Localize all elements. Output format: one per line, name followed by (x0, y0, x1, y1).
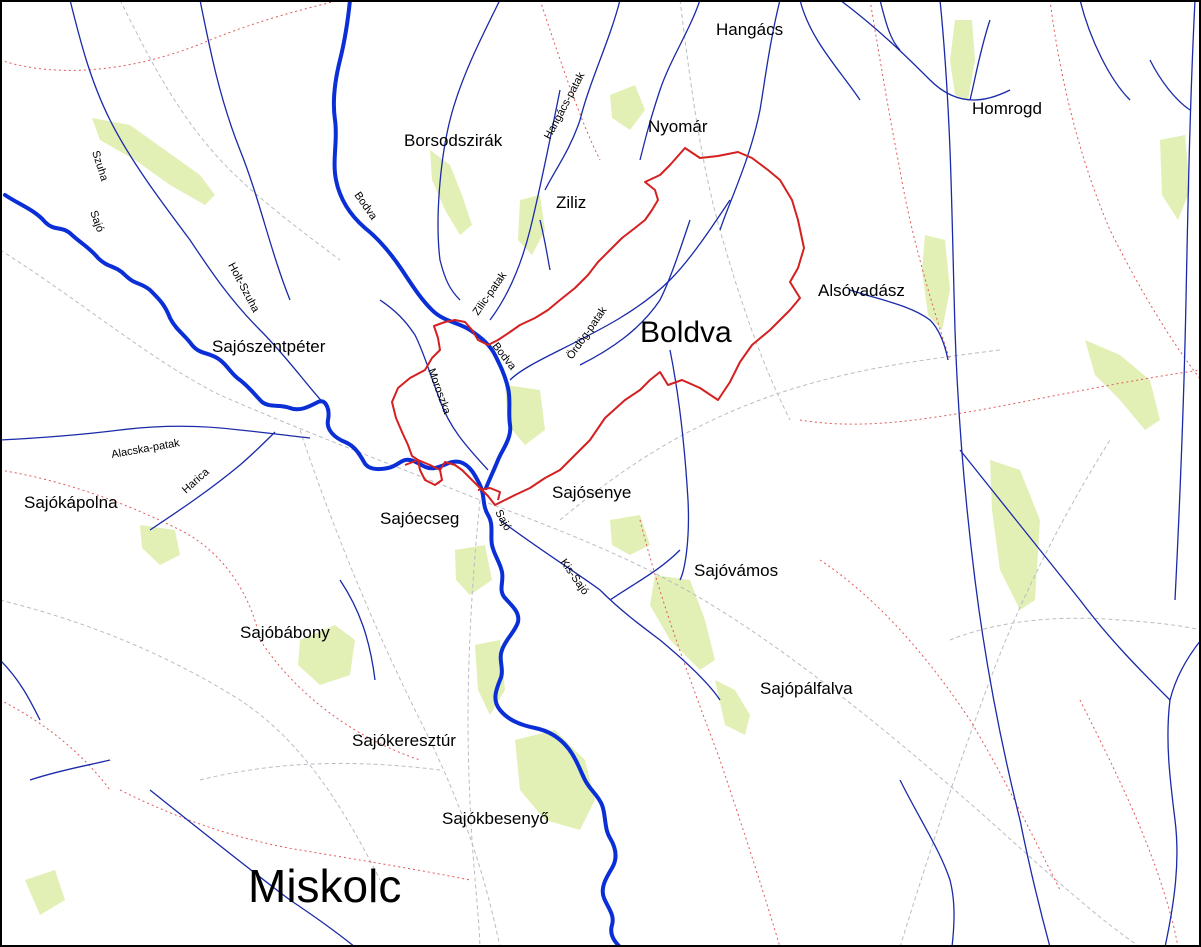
stream (199, 0, 291, 301)
green-area (610, 515, 650, 555)
stream (609, 549, 681, 601)
green-area (1085, 340, 1160, 430)
stream (899, 779, 955, 947)
admin-line (0, 699, 111, 791)
stream (1149, 59, 1191, 111)
road (559, 349, 1001, 521)
boldva-boundary (391, 147, 805, 506)
road (199, 762, 441, 781)
green-area (715, 680, 750, 735)
admin-line (819, 559, 1061, 891)
settlement-label-sajokereszur: Sajókeresztúr (352, 731, 456, 750)
stream (579, 219, 691, 366)
stream (639, 0, 701, 161)
stream (339, 579, 376, 681)
stream (849, 289, 949, 361)
stream (379, 299, 489, 471)
stream (1079, 0, 1131, 101)
green-area (1160, 135, 1190, 220)
stream (489, 89, 561, 321)
stream (719, 0, 781, 231)
settlement-label-miskolc: Miskolc (248, 860, 401, 912)
bodva-river (331, 0, 513, 490)
stream (0, 659, 41, 721)
road (119, 0, 341, 261)
settlement-label-sajoszentpeter: Sajószentpéter (212, 337, 326, 356)
green-area (922, 235, 950, 330)
stream (29, 759, 111, 781)
settlement-label-ziliz: Ziliz (556, 193, 586, 212)
settlement-label-boldva: Boldva (640, 316, 732, 349)
stream (149, 789, 356, 947)
green-area (610, 85, 645, 130)
stream (839, 0, 1011, 101)
road (299, 429, 501, 947)
settlement-label-hangacs: Hangács (716, 20, 783, 39)
stream (1164, 639, 1201, 947)
green-area (505, 385, 545, 445)
admin-line (799, 369, 1201, 425)
settlement-label-sajosenye: Sajósenye (552, 483, 631, 502)
green-area (92, 118, 215, 205)
green-area (650, 575, 715, 670)
settlement-label-homrogd: Homrogd (972, 99, 1042, 118)
stream (499, 519, 721, 701)
stream (939, 0, 1051, 947)
stream (69, 0, 331, 411)
stream (669, 349, 690, 581)
settlement-label-sajopalfalva: Sajópálfalva (760, 679, 853, 698)
stream (879, 0, 901, 51)
green-area (140, 525, 180, 565)
road (949, 617, 1201, 641)
settlement-label-nyomar: Nyomár (648, 117, 708, 136)
stream (799, 0, 861, 101)
stream (544, 0, 621, 191)
admin-line (1049, 0, 1201, 381)
stream (1174, 0, 1196, 601)
admin-line (119, 789, 471, 881)
boldva-boundary-line (404, 459, 441, 471)
green-area (990, 460, 1040, 610)
admin-line (869, 0, 951, 361)
boldva-boundary-line (477, 487, 501, 501)
green-area (298, 625, 355, 685)
settlement-label-sajoecseg: Sajóecseg (380, 509, 459, 528)
admin-line (259, 639, 421, 761)
settlement-label-alsovadasz: Alsóvadász (818, 281, 905, 300)
settlement-label-sajokbesenyo: Sajókbesenyő (442, 809, 549, 828)
settlement-label-sajokapolna: Sajókápolna (24, 493, 118, 512)
admin-line (0, 469, 261, 641)
settlement-label-sajovamos: Sajóvámos (694, 561, 778, 580)
road (0, 599, 381, 881)
settlement-label-sajobabony: Sajóbábony (240, 623, 330, 642)
stream (437, 0, 501, 301)
road (467, 499, 481, 947)
stream (959, 449, 1171, 701)
boldva-boundary-line (391, 147, 805, 506)
road (0, 249, 1141, 947)
stream (509, 199, 731, 381)
admin-line (0, 0, 341, 71)
green-area (950, 20, 975, 100)
green-area (25, 870, 65, 915)
admin-line (639, 519, 781, 947)
stream (149, 431, 276, 531)
settlement-label-borsodszirak: Borsodszirák (404, 131, 503, 150)
settlement-labels: Hangács Homrogd Nyomár Borsodszirák Zili… (24, 20, 1042, 912)
admin-line (1079, 699, 1179, 947)
stream (969, 19, 991, 101)
green-area (475, 640, 505, 715)
stream (539, 219, 551, 271)
